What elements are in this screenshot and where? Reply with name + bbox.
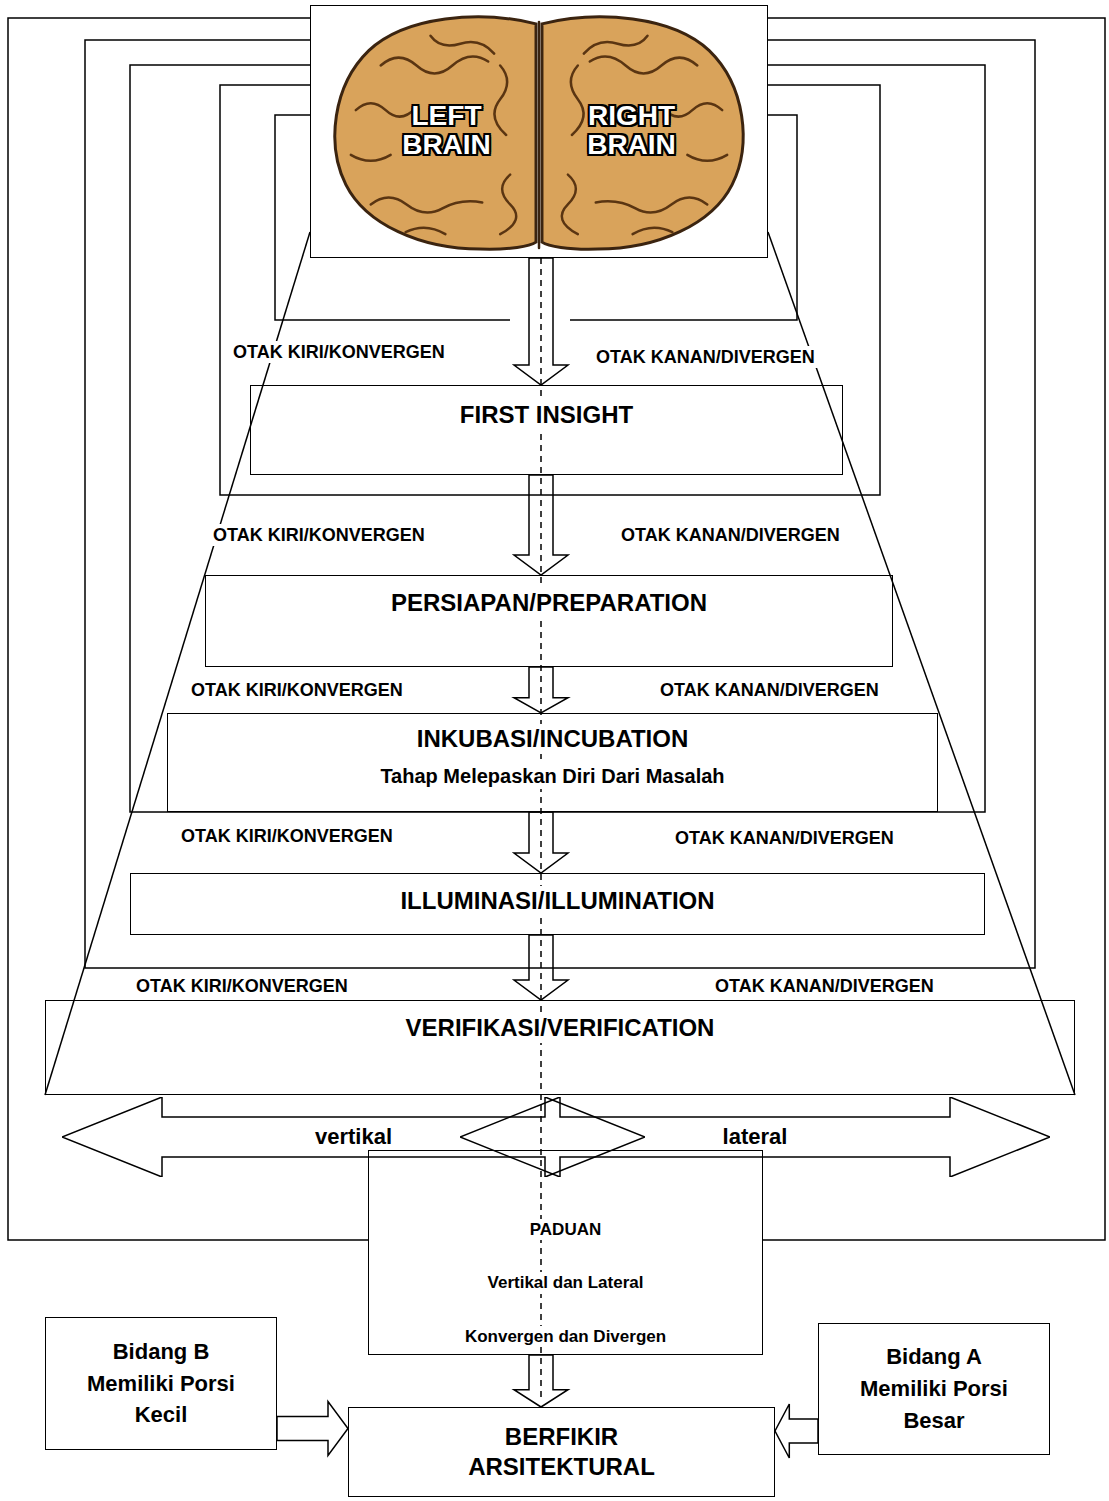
outer-frame [763,18,1105,1240]
box-title: BERFIKIR ARSITEKTURAL [429,1422,695,1482]
hemisphere-mode-label: OTAK KANAN/DIVERGEN [593,346,818,368]
box-title: Bidang B Memiliki Porsi Kecil [71,1336,252,1432]
hemisphere-mode-label: OTAK KIRI/KONVERGEN [133,975,351,997]
block-arrow [514,475,568,575]
hemisphere-mode-label: OTAK KIRI/KONVERGEN [188,679,406,701]
double-arrow: vertikal [62,1097,645,1177]
brain-image-box: LEFT BRAIN RIGHT BRAIN [310,5,768,258]
block-arrow [514,258,568,385]
box-title: INKUBASI/INCUBATION [414,724,692,754]
box-title: ILLUMINASI/ILLUMINATION [397,886,717,916]
box-title: lateral [720,1123,791,1151]
hemisphere-mode-label: OTAK KANAN/DIVERGEN [712,975,937,997]
hemisphere-label: LEFT BRAIN [377,101,517,160]
box-title: PERSIAPAN/PREPARATION [388,588,710,618]
block-arrow [514,812,568,873]
merge-box: PADUAN Vertikal dan LateralKonvergen dan … [368,1150,763,1355]
block-arrow [514,935,568,1000]
double-arrow-outline [460,1097,1050,1177]
box-title: FIRST INSIGHT [457,400,636,430]
field-box: Bidang B Memiliki Porsi Kecil [45,1317,277,1450]
hemisphere-mode-label: OTAK KANAN/DIVERGEN [672,827,897,849]
box-text: Konvergen dan Divergen [462,1326,669,1347]
box-title: PADUAN [527,1219,604,1240]
box-text: Vertikal dan Lateral [485,1272,647,1293]
result-box: BERFIKIR ARSITEKTURAL [348,1407,775,1497]
hemisphere-label: RIGHT BRAIN [562,101,702,160]
box-title: VERIFIKASI/VERIFICATION [403,1013,718,1043]
hemisphere-mode-label: OTAK KANAN/DIVERGEN [657,679,882,701]
double-arrow-outline [62,1097,645,1177]
double-arrow: lateral [460,1097,1050,1177]
stage-box: INKUBASI/INCUBATION Tahap Melepaskan Diri… [167,713,938,812]
hemisphere-mode-label: OTAK KIRI/KONVERGEN [230,341,448,363]
hemisphere-mode-label: OTAK KIRI/KONVERGEN [210,524,428,546]
hemisphere-mode-label: OTAK KIRI/KONVERGEN [178,825,396,847]
box-title: Bidang A Memiliki Porsi Besar [844,1341,1025,1437]
block-arrow [514,1355,568,1407]
block-arrow [514,667,568,713]
stage-box: PERSIAPAN/PREPARATION [205,575,893,667]
stage-box: ILLUMINASI/ILLUMINATION [130,873,985,935]
hemisphere-mode-label: OTAK KANAN/DIVERGEN [618,524,843,546]
block-arrow [775,1404,818,1458]
block-arrow [277,1402,348,1456]
stage-box: FIRST INSIGHT [250,385,843,475]
stage-box: VERIFIKASI/VERIFICATION [45,1000,1075,1095]
box-title: vertikal [312,1123,395,1151]
brain-illustration [311,6,767,257]
field-box: Bidang A Memiliki Porsi Besar [818,1323,1050,1455]
box-text: Tahap Melepaskan Diri Dari Masalah [377,764,727,789]
